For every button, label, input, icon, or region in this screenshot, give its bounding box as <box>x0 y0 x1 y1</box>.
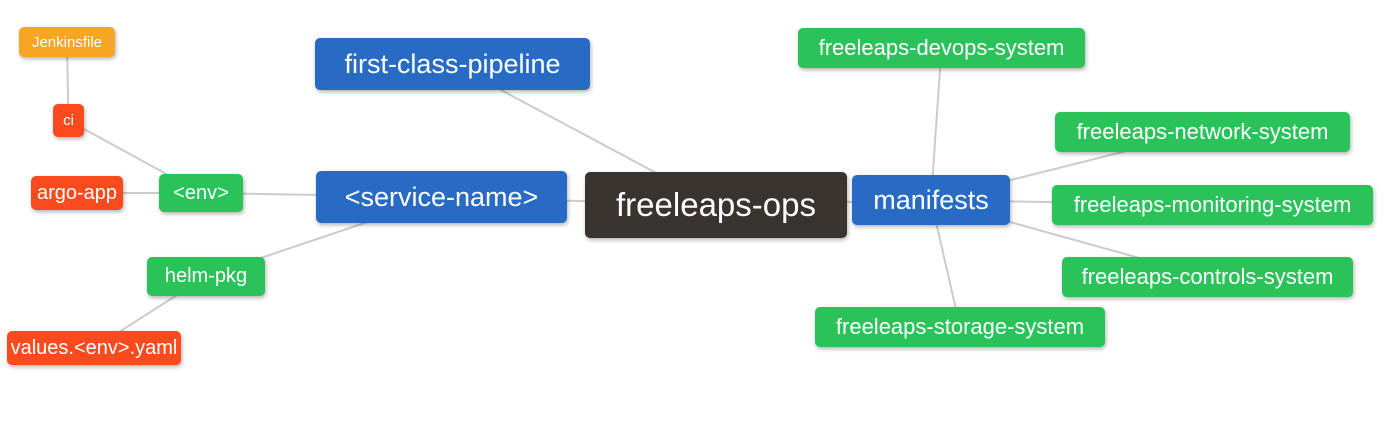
node-label: freeleaps-monitoring-system <box>1073 192 1352 217</box>
mindmap-node-monitoring-system[interactable]: freeleaps-monitoring-system <box>1052 185 1373 225</box>
node-label: <env> <box>173 181 229 204</box>
edge-manifests-devops-system <box>930 47 943 201</box>
mindmap-node-env[interactable]: <env> <box>159 174 243 212</box>
node-label: values.<env>.yaml <box>10 336 178 359</box>
mindmap-node-storage-system[interactable]: freeleaps-storage-system <box>815 307 1105 347</box>
mindmap-node-values-env-yaml[interactable]: values.<env>.yaml <box>7 331 181 365</box>
node-label: argo-app <box>36 181 118 204</box>
mindmap-node-service-name[interactable]: <service-name> <box>316 171 567 223</box>
node-label: Jenkinsfile <box>31 33 103 51</box>
mindmap-node-network-system[interactable]: freeleaps-network-system <box>1055 112 1350 152</box>
mindmap-node-argo-app[interactable]: argo-app <box>31 176 123 210</box>
mindmap-node-manifests[interactable]: manifests <box>852 175 1010 225</box>
mindmap-node-first-class-pipeline[interactable]: first-class-pipeline <box>315 38 590 90</box>
mindmap-node-devops-system[interactable]: freeleaps-devops-system <box>798 28 1085 68</box>
mindmap-node-helm-pkg[interactable]: helm-pkg <box>147 257 265 296</box>
node-label: ci <box>63 112 74 129</box>
node-label: freeleaps-storage-system <box>835 314 1085 339</box>
node-label: helm-pkg <box>164 265 248 287</box>
mindmap-node-ci[interactable]: ci <box>53 104 84 137</box>
node-label: manifests <box>873 184 989 215</box>
node-label: freeleaps-ops <box>616 186 816 223</box>
mindmap-node-freeleaps-ops[interactable]: freeleaps-ops <box>585 172 847 238</box>
node-label: freeleaps-network-system <box>1076 119 1329 144</box>
node-label: freeleaps-devops-system <box>818 35 1065 60</box>
node-label: <service-name> <box>344 181 539 212</box>
mindmap-node-controls-system[interactable]: freeleaps-controls-system <box>1062 257 1353 297</box>
node-label: first-class-pipeline <box>344 48 561 79</box>
node-label: freeleaps-controls-system <box>1081 264 1334 289</box>
mindmap-node-jenkinsfile[interactable]: Jenkinsfile <box>19 27 115 57</box>
